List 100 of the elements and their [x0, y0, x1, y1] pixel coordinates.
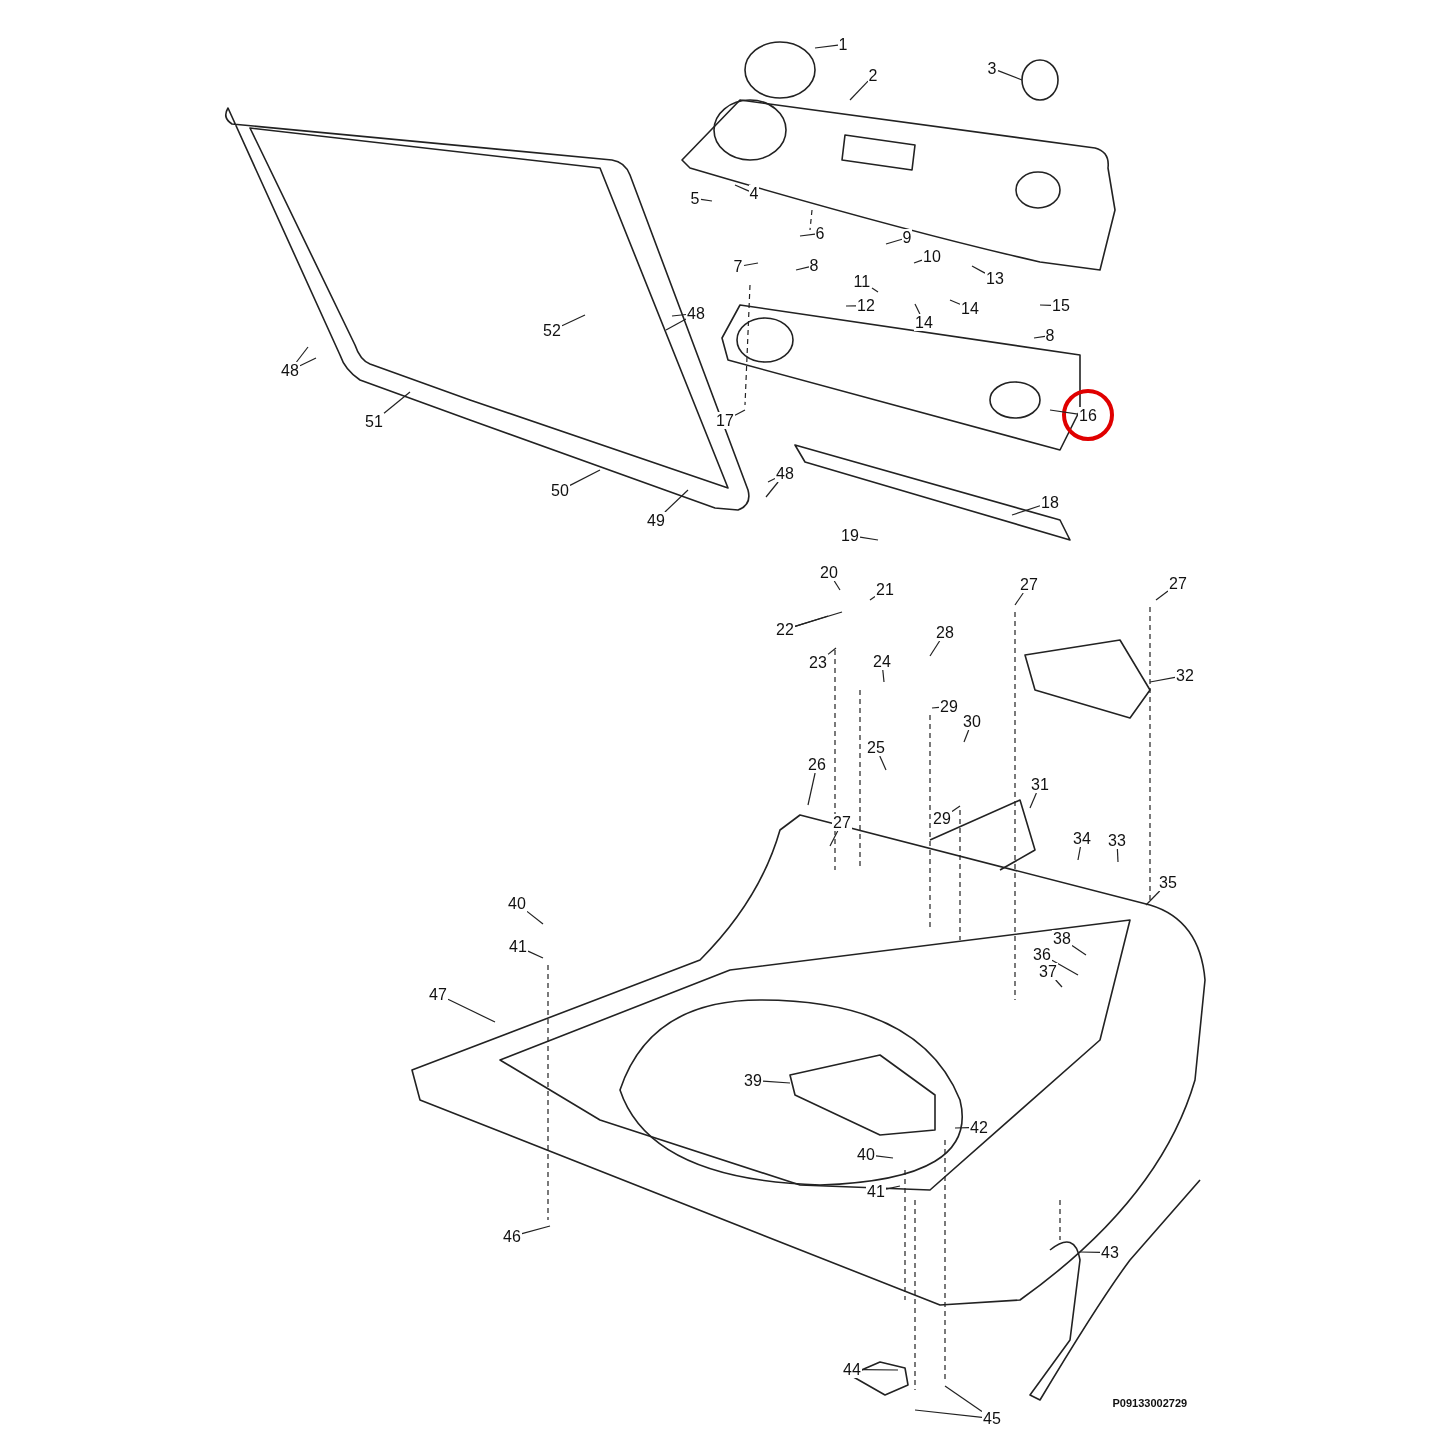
callout-number: 27: [832, 813, 852, 831]
leader-line: [833, 580, 841, 591]
callout-number: 1: [837, 35, 849, 53]
leader-line: [1011, 505, 1041, 516]
leader-line: [1033, 335, 1046, 339]
leader-line: [561, 314, 586, 327]
callout-number: 20: [819, 563, 839, 581]
leader-line: [700, 198, 713, 202]
leader-line: [963, 729, 970, 743]
leader-line: [914, 1409, 983, 1418]
callout-number: 14: [914, 313, 934, 331]
callout-number: 40: [507, 894, 527, 912]
leader-line: [671, 313, 687, 317]
callout-number: 11: [852, 272, 872, 290]
leader-line: [807, 772, 816, 806]
leader-line: [951, 805, 961, 813]
leader-line: [849, 80, 869, 101]
leader-line: [871, 287, 879, 293]
leader-line: [1149, 676, 1176, 683]
callout-number: 22: [775, 620, 795, 638]
leader-line: [521, 1225, 551, 1235]
leader-line: [569, 469, 601, 486]
callout-number: 16: [1078, 406, 1098, 424]
leader-line: [664, 489, 689, 513]
leader-line: [1029, 792, 1037, 809]
leader-line: [1116, 848, 1119, 863]
leader-line: [1145, 890, 1161, 906]
callout-number: 5: [689, 189, 701, 207]
callout-number: 3: [986, 59, 998, 77]
leader-line: [913, 259, 923, 264]
leader-line: [914, 303, 921, 315]
leader-line: [762, 1080, 791, 1084]
leader-line: [997, 70, 1023, 81]
callout-number: 29: [939, 697, 959, 715]
leader-line: [526, 910, 544, 925]
leader-line: [929, 640, 941, 657]
callout-number: 43: [1100, 1243, 1120, 1261]
leader-line: [299, 357, 317, 367]
callout-number: 47: [428, 985, 448, 1003]
callout-number: 27: [1019, 575, 1039, 593]
callout-number: 30: [962, 712, 982, 730]
callout-number: 12: [856, 296, 876, 314]
callout-number: 32: [1175, 666, 1195, 684]
leader-line: [931, 706, 940, 709]
leader-line: [1155, 590, 1169, 601]
leader-line: [827, 647, 837, 655]
leader-line: [1051, 959, 1079, 976]
callout-number: 36: [1032, 945, 1052, 963]
leader-line: [1079, 1251, 1101, 1253]
part-code: P09133002729: [1112, 1397, 1188, 1409]
callout-number: 41: [508, 937, 528, 955]
callout-number: 31: [1030, 775, 1050, 793]
callout-number: 44: [842, 1360, 862, 1378]
leader-line: [814, 44, 839, 49]
leader-line: [795, 266, 810, 271]
leader-line: [829, 830, 839, 847]
callout-number: 42: [969, 1118, 989, 1136]
callout-number: 8: [1044, 326, 1056, 344]
leader-line: [447, 998, 496, 1023]
leader-line: [1071, 944, 1087, 956]
leader-line: [295, 346, 309, 363]
leader-line: [879, 755, 887, 771]
leader-line: [845, 305, 857, 307]
callout-number: 28: [935, 623, 955, 641]
callout-number: 49: [646, 511, 666, 529]
callout-number: 19: [840, 526, 860, 544]
leader-line: [882, 669, 885, 683]
callout-number: 34: [1072, 829, 1092, 847]
leader-line: [734, 409, 746, 416]
leader-line: [665, 318, 687, 331]
leader-line: [765, 481, 779, 498]
callout-number: 25: [866, 738, 886, 756]
leader-line: [885, 1185, 901, 1190]
callout-number: 48: [775, 464, 795, 482]
callout-number: 14: [960, 299, 980, 317]
leader-line: [527, 950, 544, 959]
callout-number: 10: [922, 247, 942, 265]
callout-number: 8: [808, 256, 820, 274]
callout-number: 35: [1158, 873, 1178, 891]
callout-number: 18: [1040, 493, 1060, 511]
callout-number: 15: [1051, 296, 1071, 314]
callout-number: 40: [856, 1145, 876, 1163]
leader-line: [875, 1155, 894, 1159]
callout-number: 7: [732, 257, 744, 275]
leader-line: [949, 299, 961, 305]
callout-number: 23: [808, 653, 828, 671]
callout-number: 52: [542, 321, 562, 339]
leader-line: [869, 595, 876, 601]
callout-number: 37: [1038, 962, 1058, 980]
callout-number: 51: [364, 412, 384, 430]
leader-line: [859, 536, 879, 541]
leader-line: [1039, 304, 1052, 306]
callout-number: 46: [502, 1227, 522, 1245]
callout-number: 48: [686, 304, 706, 322]
callout-number: 9: [901, 228, 913, 246]
callout-number: 17: [715, 411, 735, 429]
leader-line: [861, 1369, 899, 1371]
callout-number: 27: [1168, 574, 1188, 592]
leader-line: [734, 184, 750, 192]
leader-line: [799, 233, 816, 237]
